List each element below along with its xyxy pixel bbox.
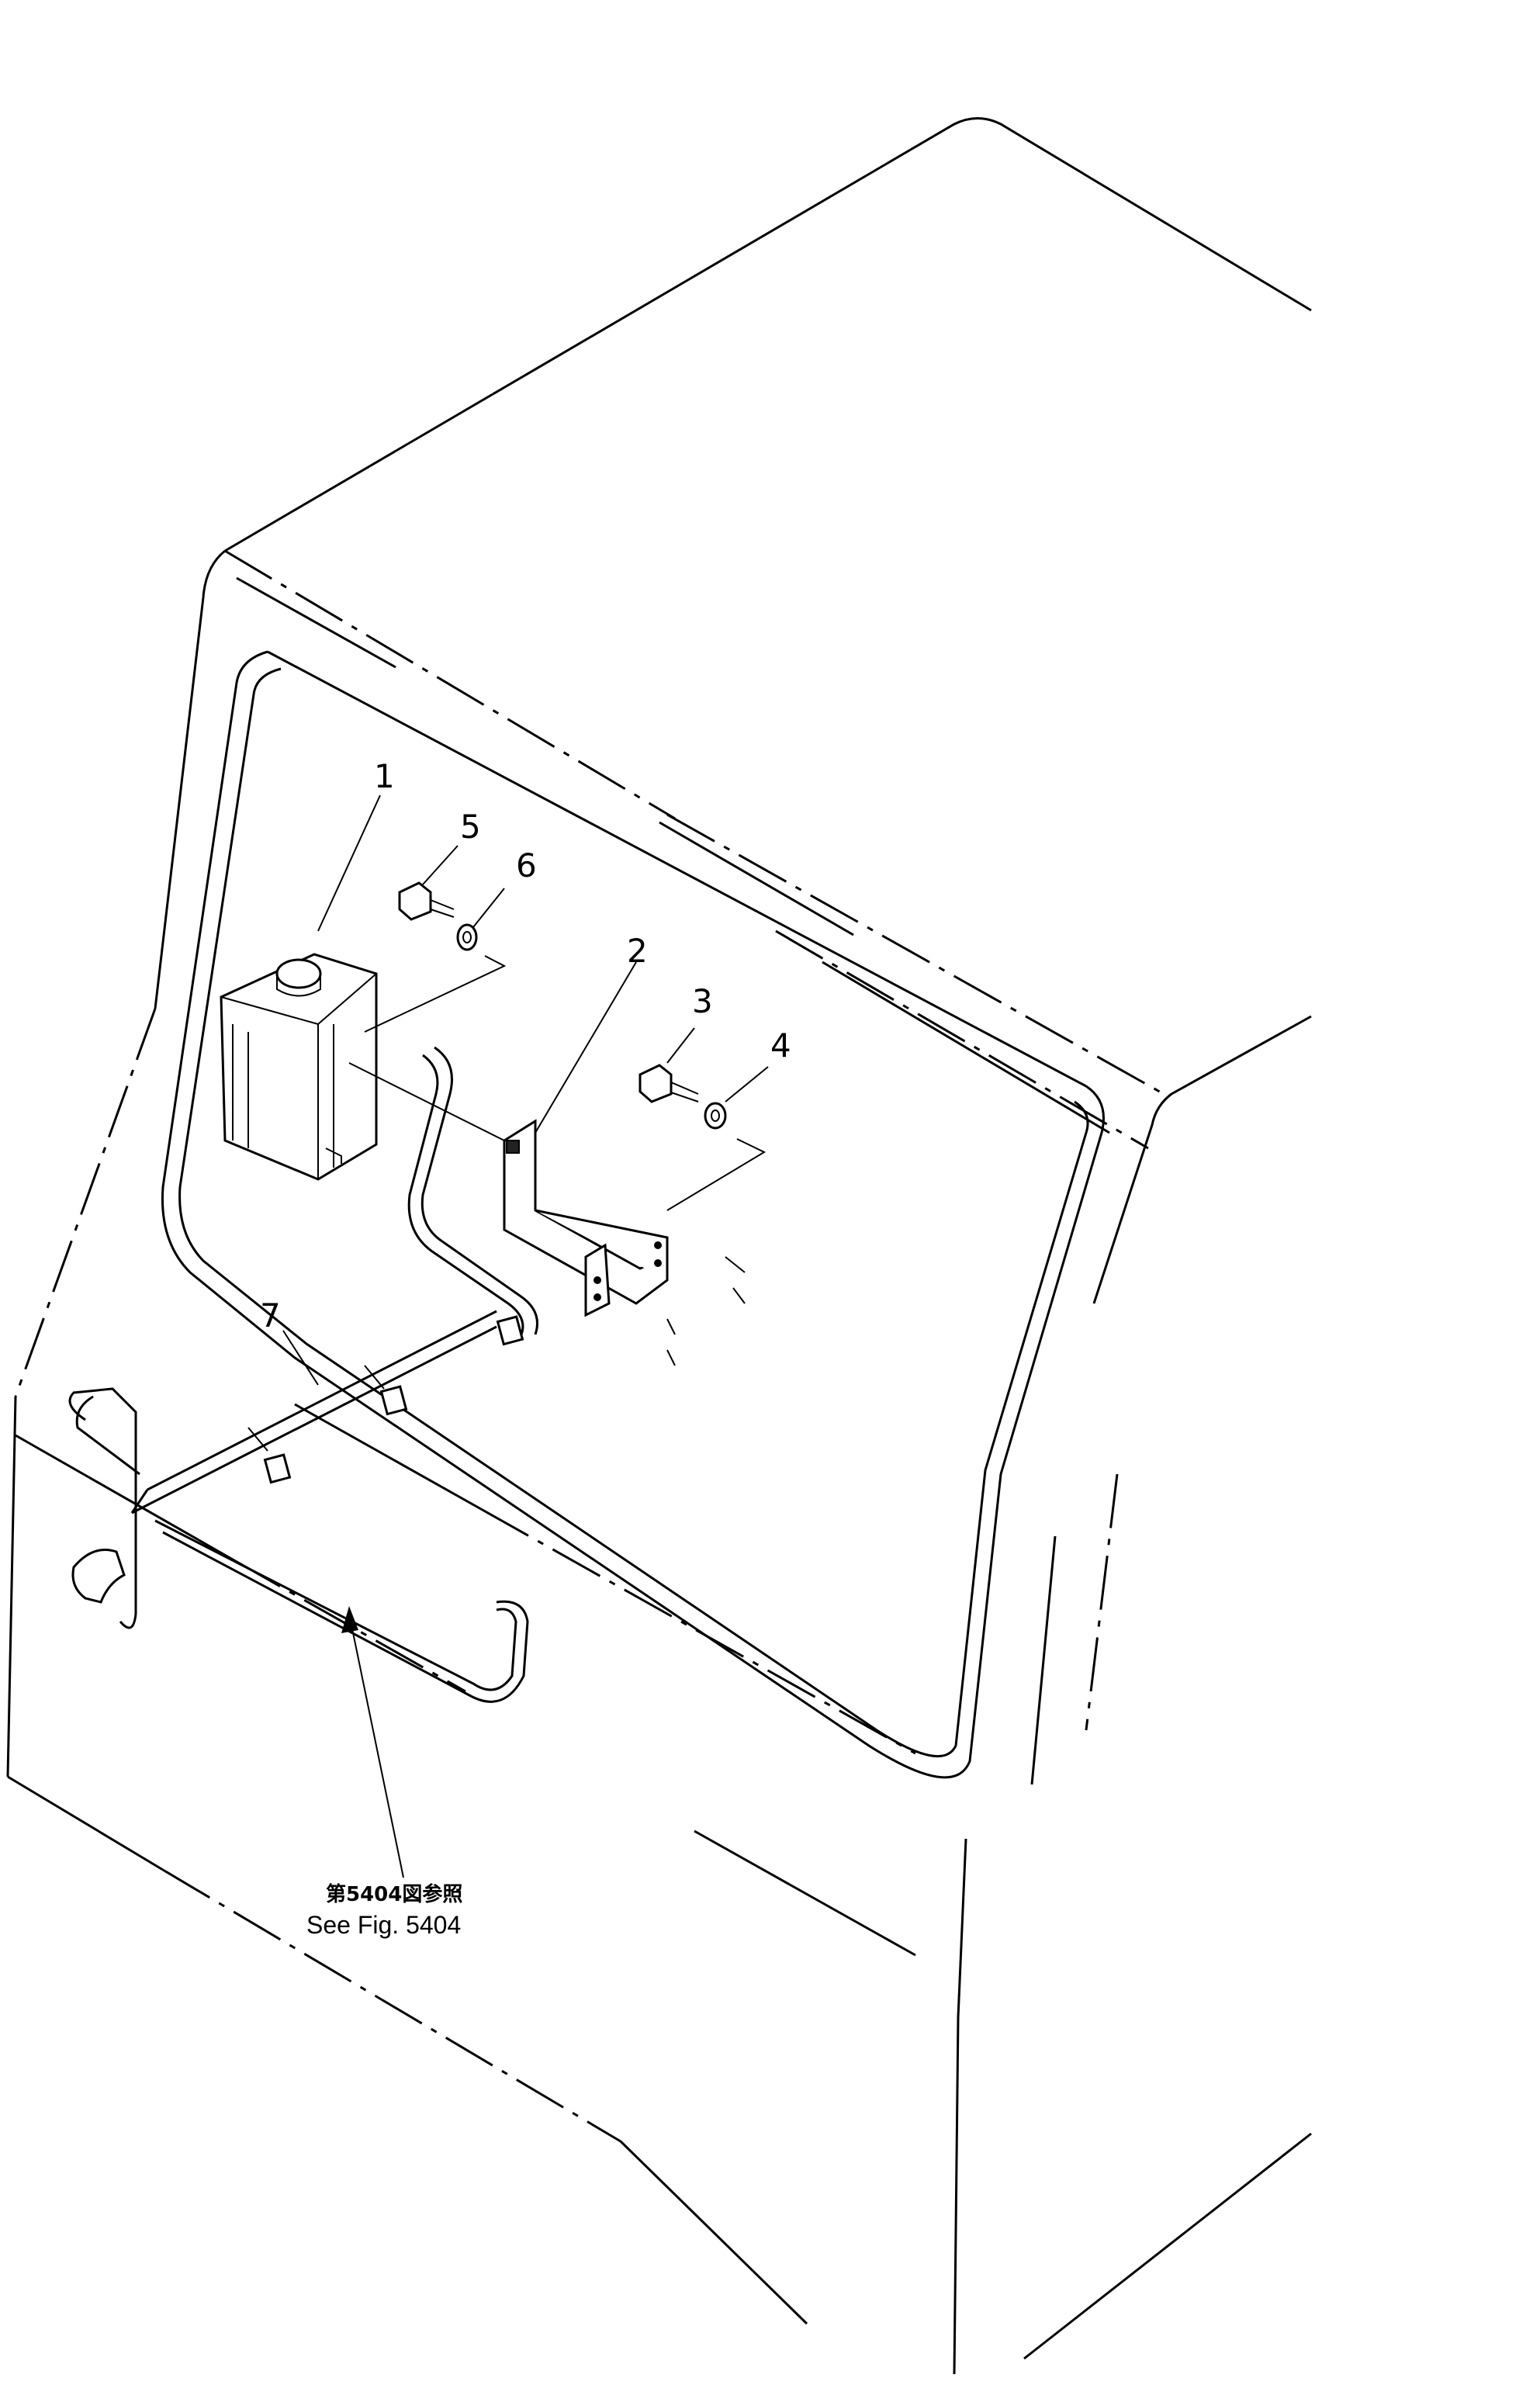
washer-hose bbox=[407, 1046, 538, 1335]
bolt-5 bbox=[398, 881, 455, 921]
cab-lower-body bbox=[6, 1396, 916, 2325]
callout-5: 5 bbox=[460, 808, 481, 846]
reference-note-jp: 第5404図参照 bbox=[326, 1882, 462, 1906]
cab-right-side bbox=[659, 813, 1312, 2375]
callout-leaders bbox=[282, 794, 769, 1878]
washer-tank bbox=[220, 953, 378, 1181]
washer-6 bbox=[456, 923, 478, 951]
callout-1: 1 bbox=[374, 757, 395, 795]
nozzle-tube bbox=[68, 1310, 529, 1703]
callout-2: 2 bbox=[627, 932, 648, 970]
washer-4 bbox=[704, 1102, 727, 1130]
reference-note-en: See Fig. 5404 bbox=[306, 1911, 461, 1939]
assembly-lines bbox=[348, 955, 767, 1366]
callout-7: 7 bbox=[260, 1296, 281, 1334]
bolt-3 bbox=[638, 1064, 699, 1103]
callout-4: 4 bbox=[770, 1026, 791, 1064]
window-frame bbox=[161, 650, 1105, 1779]
callout-3: 3 bbox=[692, 982, 713, 1020]
callout-6: 6 bbox=[516, 846, 537, 884]
bracket bbox=[503, 1119, 669, 1317]
cab-roof bbox=[14, 117, 1312, 1397]
